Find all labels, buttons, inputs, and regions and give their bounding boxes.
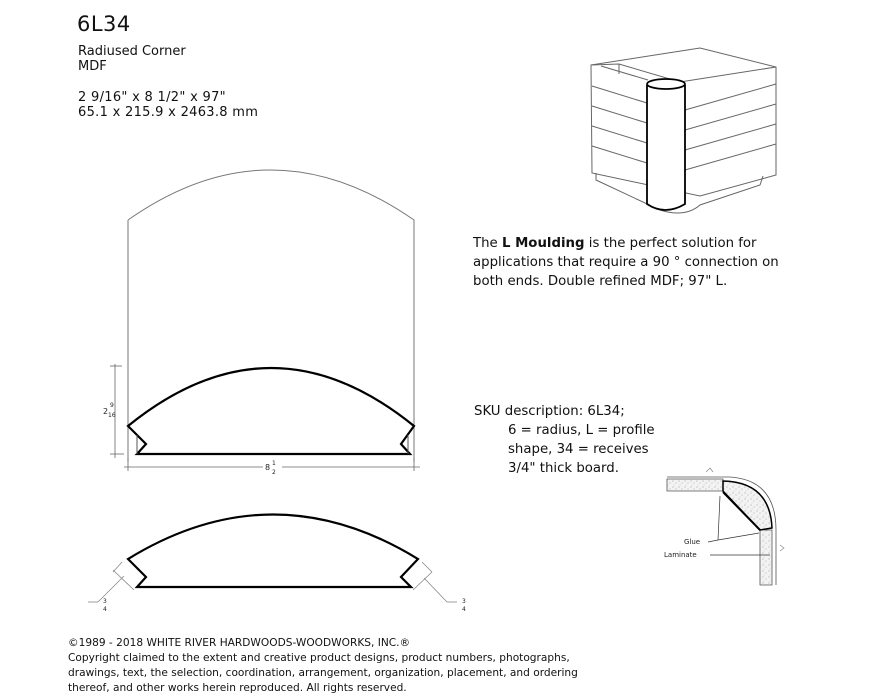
height-dimension <box>110 364 124 458</box>
product-description: The L Moulding is the perfect solution f… <box>473 234 803 291</box>
laminate-label: Laminate <box>664 551 697 559</box>
product-code: 6L34 <box>77 12 131 36</box>
profile-top <box>126 367 416 456</box>
corner-moulding-cylinder <box>646 78 686 211</box>
width-den: 2 <box>272 469 276 476</box>
cabinet-illustration <box>590 47 777 214</box>
sku-line4: 3/4" thick board. <box>508 461 619 476</box>
sku-line1: SKU description: 6L34; <box>474 404 625 419</box>
sku-description: SKU description: 6L34; 6 = radius, L = p… <box>474 402 655 478</box>
height-whole: 2 <box>103 407 108 416</box>
notch-left-num: 3 <box>103 598 107 605</box>
width-whole: 8 <box>265 463 270 472</box>
product-material: MDF <box>78 59 107 74</box>
footer-line2: Copyright claimed to the extent and crea… <box>68 652 570 664</box>
sku-line2: 6 = radius, L = profile <box>508 423 655 438</box>
profile-bottom <box>126 513 420 589</box>
notch-dimension-right <box>412 561 457 603</box>
profile-top-inner <box>136 435 409 454</box>
dimensions-imperial: 2 9/16" x 8 1/2" x 97" <box>78 90 226 105</box>
footer-line3: drawings, text, the selection, coordinat… <box>68 667 578 679</box>
width-num: 1 <box>272 460 276 467</box>
desc-line3: both ends. Double refined MDF; 97" L. <box>473 274 728 289</box>
footer-line1: ©1989 - 2018 WHITE RIVER HARDWOODS-WOODW… <box>68 637 411 649</box>
notch-dimension-left <box>88 561 135 603</box>
copyright-footer: ©1989 - 2018 WHITE RIVER HARDWOODS-WOODW… <box>68 636 628 696</box>
glue-label: Glue <box>684 538 700 546</box>
width-dimension <box>124 458 420 471</box>
desc-bold-name: L Moulding <box>501 236 585 251</box>
desc-line1: is the perfect solution for <box>584 236 757 251</box>
dimensions-metric: 65.1 x 215.9 x 2463.8 mm <box>78 105 259 120</box>
height-den: 16 <box>108 412 116 419</box>
notch-left-den: 4 <box>103 606 107 613</box>
product-name: Radiused Corner <box>78 44 186 59</box>
height-num: 9 <box>110 402 114 409</box>
callout-lines <box>707 495 770 556</box>
notch-right-num: 3 <box>462 598 466 605</box>
corner-detail <box>666 467 785 586</box>
desc-line2: applications that require a 90 ° connect… <box>473 255 779 270</box>
notch-right-den: 4 <box>462 606 466 613</box>
footer-line4: thereof, and other works herein reproduc… <box>68 682 407 694</box>
sku-line3: shape, 34 = receives <box>508 442 649 457</box>
board-outline <box>127 169 415 462</box>
desc-prefix: The <box>473 236 502 251</box>
